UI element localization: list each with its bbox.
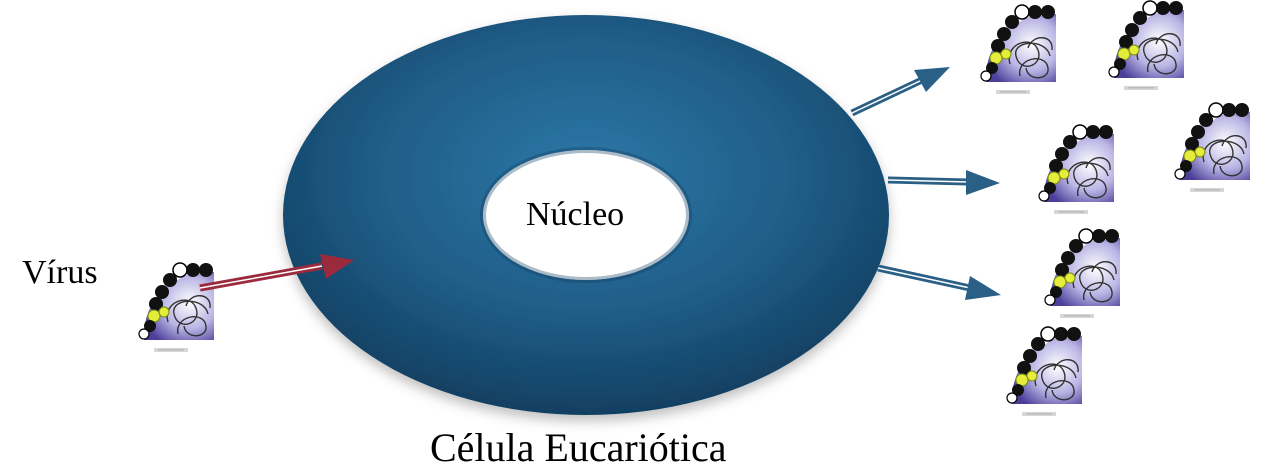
released-virus-icon [1103,0,1187,91]
nucleus-label: Núcleo [526,196,625,233]
released-virus-icon [1039,227,1123,319]
release-arrow-top [850,67,950,117]
cell-label: Célula Eucariótica [430,425,727,470]
nucleus-hole-shape [480,147,692,283]
released-virus-icon [1001,325,1085,417]
released-virus-icon [1033,123,1117,215]
release-arrow-middle [887,170,1000,195]
incoming-virus-icon [133,261,217,353]
release-arrow-bottom [877,264,1001,300]
released-virus-icon [975,3,1059,95]
released-virus-icon [1169,101,1253,193]
virus-label: Vírus [22,254,98,291]
infection-arrow [199,254,354,292]
